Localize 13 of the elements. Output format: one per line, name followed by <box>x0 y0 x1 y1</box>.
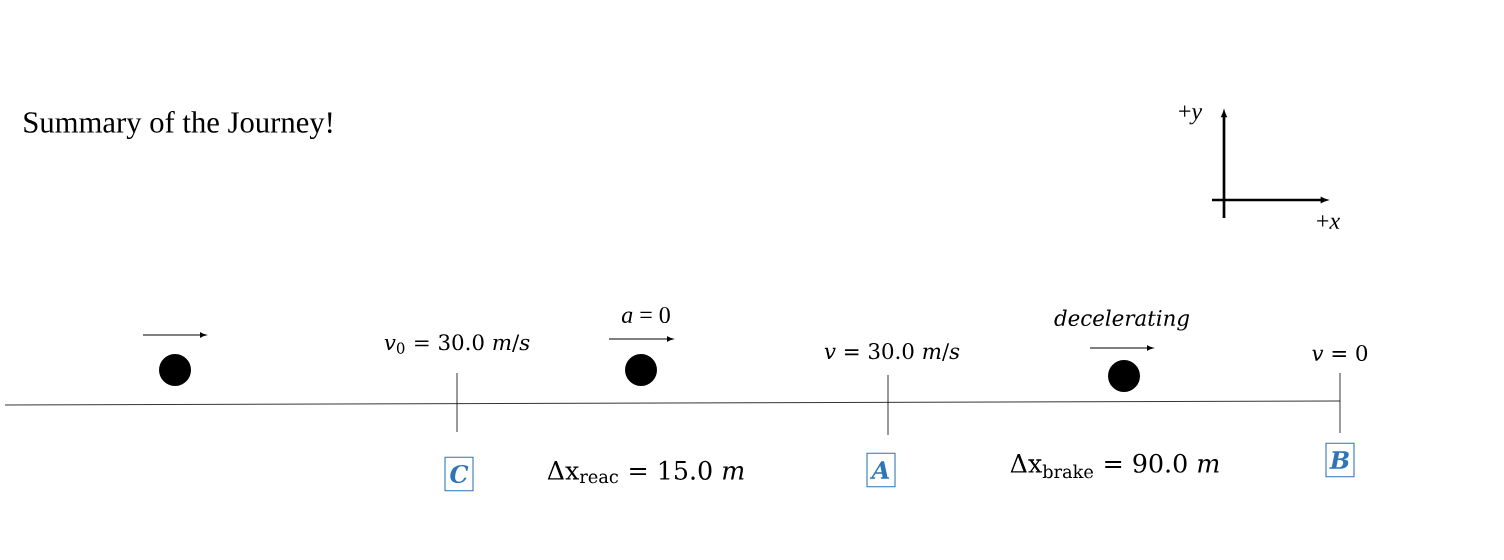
label: +y <box>1179 105 1203 125</box>
ball <box>625 354 657 386</box>
point-label-box: C <box>444 456 474 492</box>
label: Δx$_{reac}$ = 15.0 m <box>547 460 744 484</box>
point-label-box: A <box>866 452 896 488</box>
ball <box>159 354 191 386</box>
title: Summary of the Journey! <box>24 110 332 140</box>
ball <box>1108 360 1140 392</box>
label: +x <box>1317 215 1340 229</box>
label: v = 30.0 m/s <box>824 343 960 361</box>
label: v$_{0}$ = 30.0 m/s <box>384 334 530 354</box>
label: Δx$_{brake}$ = 90.0 m <box>1010 453 1219 479</box>
point-label-box: B <box>1325 442 1355 478</box>
